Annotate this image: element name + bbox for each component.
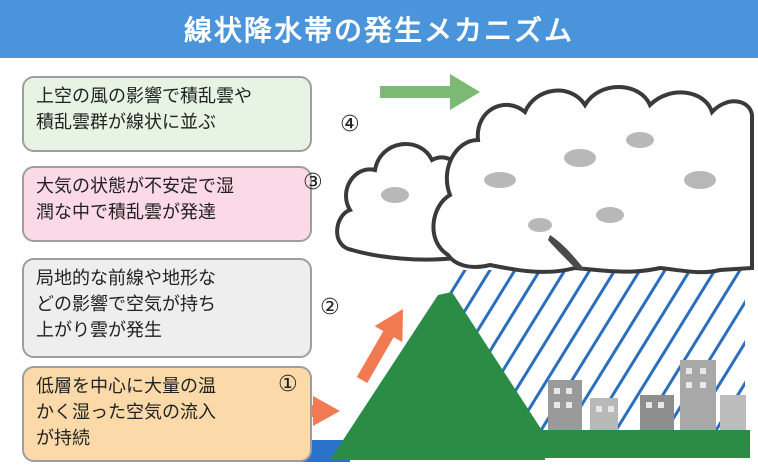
step-3-line-1: 大気の状態が不安定で湿 (36, 176, 234, 197)
step-2-number: ② (320, 295, 340, 320)
step-1-line-2: かく湿った空気の流入 (36, 402, 216, 423)
cloud-shading (381, 132, 716, 232)
step-4-line-2: 積乱雲群が線状に並ぶ (36, 112, 216, 133)
step-2-line-1: 局地的な前線や地形な (36, 268, 216, 289)
step-2-line-2: どの影響で空気が持ち (36, 294, 216, 315)
cumulonimbus-cloud-icon (335, 85, 754, 275)
step-1-line-3: が持続 (36, 428, 90, 449)
step-2-line-3: 上がり雲が発生 (36, 320, 162, 341)
mountain-icon (330, 292, 545, 460)
step-2-box: 局地的な前線や地形な どの影響で空気が持ち 上がり雲が発生 (22, 258, 312, 358)
step-4-box: 上空の風の影響で積乱雲や 積乱雲群が線状に並ぶ (22, 76, 312, 152)
step-1-number: ① (278, 372, 298, 397)
step-4-line-1: 上空の風の影響で積乱雲や (36, 86, 252, 107)
wind-arrow-icon (380, 74, 480, 110)
rising-arrow-icon (356, 308, 403, 383)
step-1-box: 低層を中心に大量の温 かく湿った空気の流入 が持続 (22, 366, 312, 462)
page-title: 線状降水帯の発生メカニズム (183, 14, 574, 47)
step-3-box: 大気の状態が不安定で湿 潤な中で積乱雲が発達 (22, 166, 312, 242)
step-4-number: ④ (340, 112, 360, 137)
title-bar: 線状降水帯の発生メカニズム (0, 0, 758, 58)
buildings-icon (548, 360, 746, 432)
step-3-number: ③ (303, 170, 323, 195)
step-1-line-1: 低層を中心に大量の温 (36, 376, 216, 397)
step-3-line-2: 潤な中で積乱雲が発達 (36, 202, 216, 223)
